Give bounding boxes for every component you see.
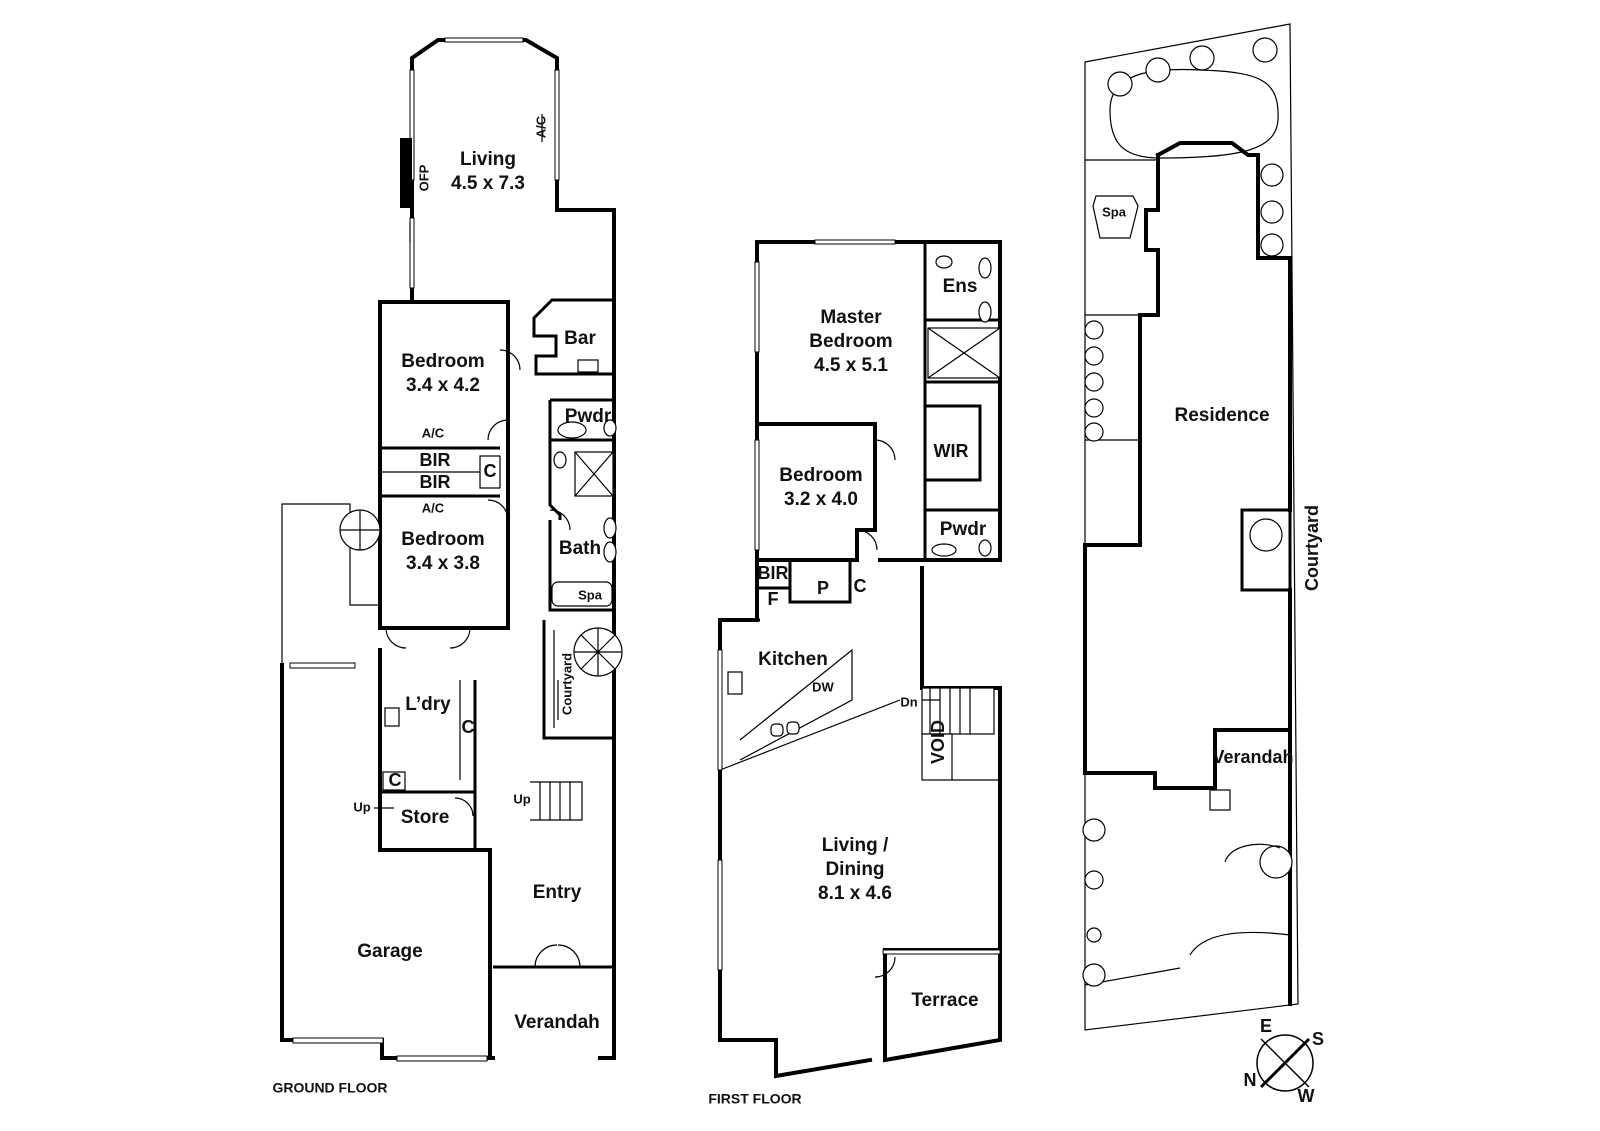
walk-in-robe-label: WIR	[934, 441, 969, 461]
living-dining-size: 8.1 x 4.6	[818, 883, 892, 904]
ensuite-label: Ens	[943, 276, 978, 297]
living-dining-label: Living /	[822, 835, 889, 856]
living-dining-label: Dining	[825, 859, 884, 880]
bedroom-2-label: Bedroom	[401, 529, 484, 550]
master-bedroom-label: Master	[820, 307, 882, 328]
living-room-label: Living	[460, 149, 516, 170]
ofp-label: OFP	[416, 164, 431, 191]
bir-label: BIR	[420, 472, 451, 492]
pantry-label: P	[817, 578, 829, 598]
compass-east: E	[1260, 1016, 1272, 1036]
ground-floor-caption: GROUND FLOOR	[272, 1080, 387, 1096]
first-floor-plan	[717, 239, 1002, 1079]
master-bedroom-label: Bedroom	[809, 331, 892, 352]
bar-label: Bar	[564, 328, 596, 349]
ground-floor-plan	[280, 37, 623, 1062]
spa-label: Spa	[578, 587, 603, 602]
void-label: VOID	[928, 720, 948, 764]
tree-icon	[339, 509, 381, 551]
courtyard-label: Courtyard	[559, 653, 574, 715]
laundry-label: L’dry	[405, 694, 451, 715]
ac-label: A/C	[422, 425, 445, 440]
ac-label: A/C	[533, 115, 548, 138]
cupboard-label: C	[389, 770, 402, 790]
bedroom-1-size: 3.4 x 4.2	[406, 375, 480, 396]
powder-room-label: Pwdr	[940, 519, 987, 540]
terrace-label: Terrace	[911, 990, 978, 1011]
stairs-down-label: Dn	[900, 694, 917, 709]
compass-north: N	[1244, 1070, 1257, 1090]
fridge-label: F	[768, 589, 779, 609]
stairs-up-label: Up	[513, 791, 530, 806]
compass-icon	[1256, 1034, 1314, 1092]
store-label: Store	[401, 807, 450, 828]
verandah-label: Verandah	[1212, 747, 1293, 767]
tree-icon	[1082, 37, 1293, 987]
spa-label: Spa	[1102, 204, 1127, 219]
cupboard-label: C	[854, 576, 867, 596]
compass-south: S	[1312, 1029, 1324, 1049]
bedroom-label: Bedroom	[779, 465, 862, 486]
dishwasher-label: DW	[812, 679, 834, 694]
living-room-size: 4.5 x 7.3	[451, 173, 525, 194]
entry-label: Entry	[533, 882, 582, 903]
bedroom-2-size: 3.4 x 3.8	[406, 553, 480, 574]
cupboard-label: C	[484, 461, 497, 481]
bathroom-label: Bath	[559, 538, 601, 559]
site-plan	[1082, 23, 1299, 1031]
first-floor-caption: FIRST FLOOR	[708, 1091, 801, 1107]
cupboard-label: C	[462, 717, 475, 737]
compass-west: W	[1298, 1086, 1315, 1106]
ac-label: A/C	[422, 500, 445, 515]
verandah-label: Verandah	[514, 1012, 600, 1033]
tree-icon	[573, 627, 623, 677]
courtyard-label: Courtyard	[1302, 505, 1322, 591]
bir-label: BIR	[758, 563, 789, 583]
residence-label: Residence	[1174, 405, 1269, 426]
bir-label: BIR	[420, 450, 451, 470]
kitchen-label: Kitchen	[758, 649, 828, 670]
master-bedroom-size: 4.5 x 5.1	[814, 355, 888, 376]
powder-room-label: Pwdr	[565, 406, 612, 427]
bedroom-size: 3.2 x 4.0	[784, 489, 858, 510]
garage-label: Garage	[357, 941, 422, 962]
bedroom-1-label: Bedroom	[401, 351, 484, 372]
stairs-up-label: Up	[353, 799, 370, 814]
